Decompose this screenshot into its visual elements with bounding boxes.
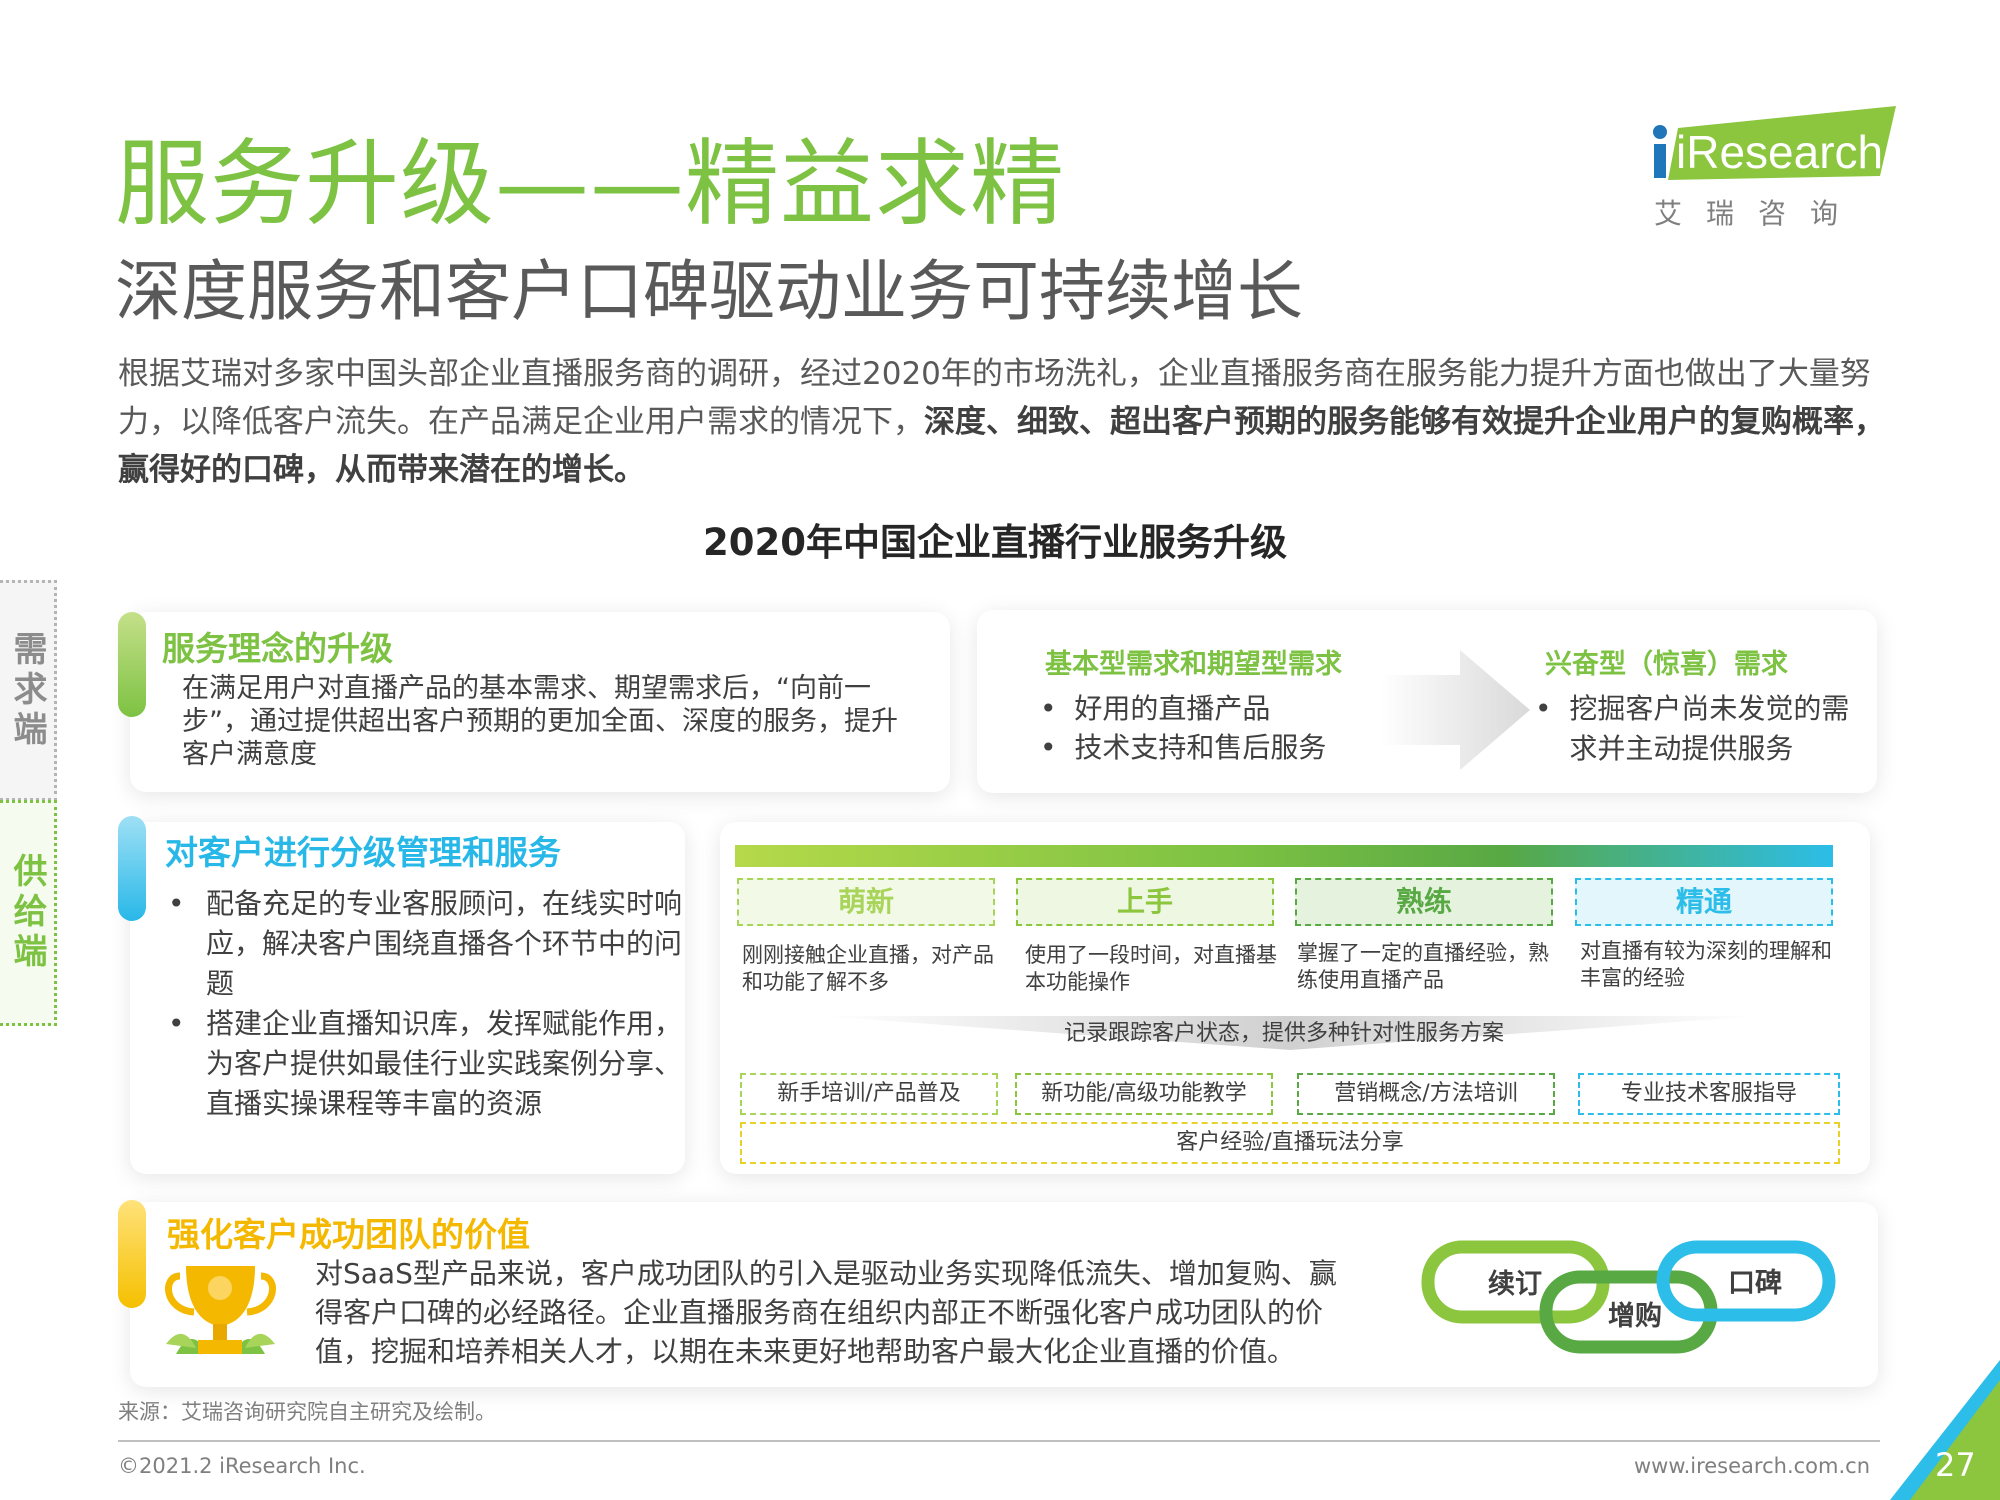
corner-decoration xyxy=(1890,1360,2000,1500)
service-box: 新功能/高级功能教学 xyxy=(1015,1073,1273,1115)
service-label: 新手培训/产品普及 xyxy=(777,1081,961,1106)
ring-label-reputation: 口碑 xyxy=(1728,1268,1782,1299)
service-box: 新手培训/产品普及 xyxy=(740,1073,998,1115)
intro-bold-text: 深度、细致、超出客户预期的服务能够有效提升企业用户的复购概率，赢得好的口碑，从而… xyxy=(118,404,1885,488)
iresearch-logo: iResearch xyxy=(1653,106,1896,180)
basic-needs-item: • 技术支持和售后服务 xyxy=(1040,731,1327,764)
section1-accent-bar xyxy=(118,612,146,717)
tier-box: 熟练 xyxy=(1295,878,1553,926)
service-box: 专业技术客服指导 xyxy=(1578,1073,1840,1115)
intro-text: 根据艾瑞对多家中国头部企业直播服务商的调研，经过2020年的市场洗礼，企业直播服… xyxy=(118,356,1871,440)
tier-description: 对直播有较为深刻的理解和丰富的经验 xyxy=(1580,939,1832,990)
section3-heading: 强化客户成功团队的价值 xyxy=(167,1215,530,1254)
page-number: 27 xyxy=(1935,1446,1976,1484)
logo-chinese-name: 艾瑞咨询 xyxy=(1654,197,1863,230)
section3-accent-bar xyxy=(118,1200,146,1308)
excitement-needs-item: • 挖掘客户尚未发觉的需求并主动提供服务 xyxy=(1535,689,1865,769)
section3-card xyxy=(130,1202,1878,1387)
footer-divider xyxy=(118,1440,1880,1442)
trophy-icon xyxy=(165,1266,276,1354)
basic-needs-item: • 好用的直播产品 xyxy=(1040,692,1271,725)
page-title: 服务升级——精益求精 xyxy=(115,130,1066,239)
side-tab-supply: 供给端 xyxy=(0,800,57,1026)
service-box: 营销概念/方法培训 xyxy=(1297,1073,1555,1115)
tier-name: 精通 xyxy=(1675,885,1732,918)
right-arrow-icon xyxy=(1380,650,1530,770)
website-url: www.iresearch.com.cn xyxy=(1633,1454,1870,1478)
tier-description: 刚刚接触企业直播，对产品和功能了解不多 xyxy=(742,943,994,994)
figure-title: 2020年中国企业直播行业服务升级 xyxy=(703,521,1287,564)
shared-service-box: 客户经验/直播玩法分享 xyxy=(740,1122,1840,1164)
tier-name: 熟练 xyxy=(1395,885,1452,918)
side-tab-demand-label: 需求端 xyxy=(7,630,47,751)
section2-card xyxy=(130,822,685,1174)
ring-label-renewal: 续订 xyxy=(1488,1269,1542,1300)
excitement-needs-item-1: 挖掘客户尚未发觉的需求并主动提供服务 xyxy=(1569,692,1850,765)
section2-heading: 对客户进行分级管理和服务 xyxy=(165,833,561,872)
section2-bullet-2: 搭建企业直播知识库，发挥赋能作用，为客户提供如最佳行业实践案例分享、直播实操课程… xyxy=(206,1007,683,1120)
tier-box: 萌新 xyxy=(737,878,995,926)
service-label: 营销概念/方法培训 xyxy=(1334,1081,1518,1106)
source-note: 来源：艾瑞咨询研究院自主研究及绘制。 xyxy=(118,1400,496,1424)
ring-label-upsell: 增购 xyxy=(1608,1300,1662,1332)
section3-text: 对SaaS型产品来说，客户成功团队的引入是驱动业务实现降低流失、增加复购、赢得客… xyxy=(315,1257,1337,1368)
section2-bullet: •搭建企业直播知识库，发挥赋能作用，为客户提供如最佳行业实践案例分享、直播实操课… xyxy=(168,1004,688,1124)
tiers-gradient-bar xyxy=(735,845,1833,867)
copyright: ©2021.2 iResearch Inc. xyxy=(118,1454,366,1478)
growth-rings-diagram: 续订 增购 口碑 xyxy=(1421,1240,1836,1354)
tier-name: 萌新 xyxy=(837,885,894,918)
tier-box: 上手 xyxy=(1016,878,1274,926)
section2-bullet-1: 配备充足的专业客服顾问，在线实时响应，解决客户围绕直播各个环节中的问题 xyxy=(206,887,683,1000)
tier-description: 使用了一段时间，对直播基本功能操作 xyxy=(1025,943,1277,994)
tier-box: 精通 xyxy=(1575,878,1833,926)
service-label: 专业技术客服指导 xyxy=(1620,1081,1797,1106)
tier-description: 掌握了一定的直播经验，熟练使用直播产品 xyxy=(1297,941,1549,992)
section2-bullet: •配备充足的专业客服顾问，在线实时响应，解决客户围绕直播各个环节中的问题 xyxy=(168,884,688,1004)
tracking-band xyxy=(820,1016,1760,1050)
basic-needs-item-1: 好用的直播产品 xyxy=(1074,692,1271,725)
basic-needs-item-2: 技术支持和售后服务 xyxy=(1074,731,1327,764)
shared-service-label: 客户经验/直播玩法分享 xyxy=(1176,1130,1404,1155)
section1-text: 在满足用户对直播产品的基本需求、期望需求后，“向前一步”，通过提供超出客户预期的… xyxy=(182,673,898,770)
tier-name: 上手 xyxy=(1116,885,1173,918)
section2-accent-bar xyxy=(118,816,146,921)
section1-heading: 服务理念的升级 xyxy=(162,629,393,668)
service-label: 新功能/高级功能教学 xyxy=(1041,1081,1247,1106)
section1-card xyxy=(130,612,950,792)
logo-text: iResearch xyxy=(1676,126,1883,178)
side-tab-supply-label: 供给端 xyxy=(7,853,47,973)
side-tab-demand: 需求端 xyxy=(0,580,57,801)
excitement-needs-heading: 兴奋型（惊喜）需求 xyxy=(1545,649,1788,680)
intro-paragraph: 根据艾瑞对多家中国头部企业直播服务商的调研，经过2020年的市场洗礼，企业直播服… xyxy=(118,350,1898,494)
page-subtitle: 深度服务和客户口碑驱动业务可持续增长 xyxy=(115,253,1303,330)
tracking-text: 记录跟踪客户状态，提供多种针对性服务方案 xyxy=(1063,1021,1504,1046)
basic-needs-heading: 基本型需求和期望型需求 xyxy=(1045,649,1342,680)
